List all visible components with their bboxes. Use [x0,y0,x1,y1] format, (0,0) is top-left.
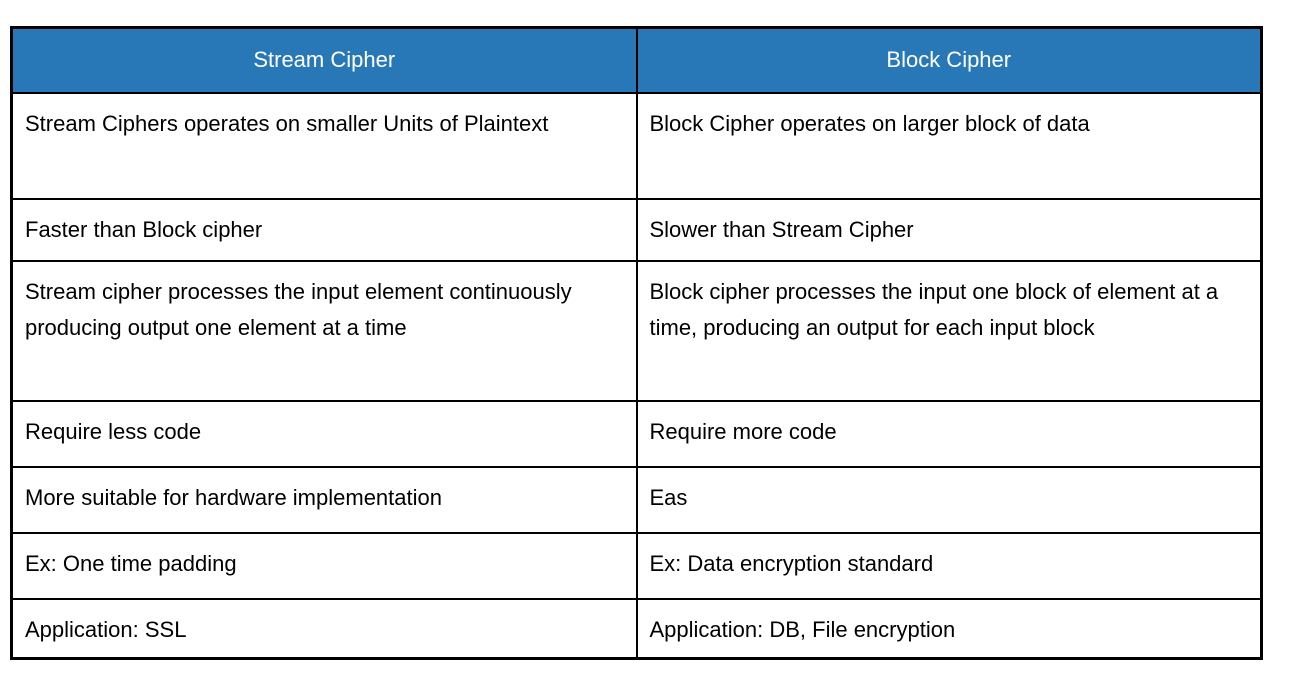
header-row: Stream Cipher Block Cipher [10,26,1263,94]
table-row: Stream cipher processes the input elemen… [10,259,1263,402]
block-cell: Require more code [635,399,1263,468]
stream-cell: Ex: One time padding [10,531,638,600]
header-stream-cipher: Stream Cipher [10,26,638,94]
table-row: Ex: One time padding Ex: Data encryption… [10,531,1263,600]
stream-cell: Stream Ciphers operates on smaller Units… [10,91,638,200]
table-row: More suitable for hardware implementatio… [10,465,1263,534]
table-row: Stream Ciphers operates on smaller Units… [10,91,1263,200]
cipher-comparison-table: Stream Cipher Block Cipher Stream Cipher… [10,26,1263,660]
block-cell: Application: DB, File encryption [635,597,1263,660]
block-cell: Slower than Stream Cipher [635,197,1263,262]
block-cell: Ex: Data encryption standard [635,531,1263,600]
table-row: Application: SSL Application: DB, File e… [10,597,1263,660]
stream-cell: Stream cipher processes the input elemen… [10,259,638,402]
block-cell: Eas [635,465,1263,534]
stream-cell: More suitable for hardware implementatio… [10,465,638,534]
block-cell: Block cipher processes the input one blo… [635,259,1263,402]
table-row: Faster than Block cipher Slower than Str… [10,197,1263,262]
table-row: Require less code Require more code [10,399,1263,468]
stream-cell: Application: SSL [10,597,638,660]
stream-cell: Faster than Block cipher [10,197,638,262]
stream-cell: Require less code [10,399,638,468]
block-cell: Block Cipher operates on larger block of… [635,91,1263,200]
header-block-cipher: Block Cipher [635,26,1263,94]
